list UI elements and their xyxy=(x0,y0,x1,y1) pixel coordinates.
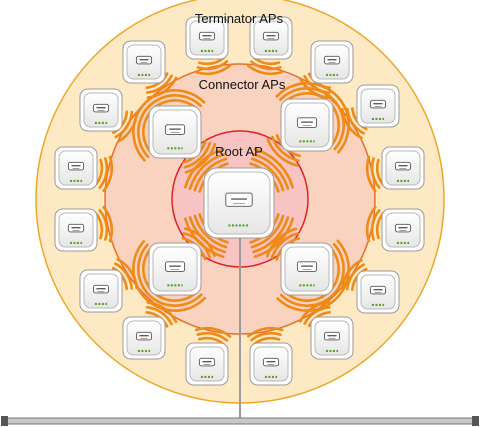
connector-access-point-icon xyxy=(280,242,334,296)
terminator-access-point-icon xyxy=(381,146,425,190)
signal-wave-icon xyxy=(253,148,294,189)
signal-wave-icon xyxy=(303,74,331,94)
signal-wave-icon xyxy=(166,293,203,307)
signal-wave-icon xyxy=(196,331,229,342)
signal-wave-icon xyxy=(250,331,282,342)
signal-wave-icon xyxy=(138,279,168,306)
signal-wave-icon xyxy=(165,94,202,108)
signal-wave-icon xyxy=(332,243,345,280)
terminator-access-point-icon xyxy=(381,208,425,252)
signal-wave-icon xyxy=(138,95,167,123)
terminator-access-point-icon xyxy=(310,40,354,84)
signal-wave-icon xyxy=(252,216,290,254)
signal-wave-icon xyxy=(250,214,285,249)
terminator-access-point-icon xyxy=(356,84,400,128)
wired-uplink xyxy=(1,232,479,426)
terminator-access-point-icon xyxy=(356,270,400,314)
access-points xyxy=(54,16,425,386)
terminator-access-point-icon xyxy=(185,342,229,386)
signal-wave-icon xyxy=(184,143,217,174)
signal-wave-icon xyxy=(299,301,331,323)
signal-wave-icon xyxy=(250,157,285,192)
terminator-access-point-icon xyxy=(54,208,98,252)
signal-wave-icon xyxy=(341,258,363,290)
terminator-access-point-icon xyxy=(310,316,354,360)
signal-wave-icon xyxy=(116,111,139,143)
signal-wave-icon xyxy=(271,135,300,162)
signal-wave-icon xyxy=(116,258,138,290)
terminator-access-point-icon xyxy=(185,16,229,60)
terminator-access-point-icon xyxy=(249,16,293,60)
signal-wave-icon xyxy=(276,297,318,312)
signal-wave-icon xyxy=(188,216,226,254)
terminator-access-point-icon xyxy=(122,316,166,360)
signal-wave-icon xyxy=(193,157,228,192)
signal-wave-icon xyxy=(346,263,366,291)
signal-wave-icon xyxy=(266,137,299,167)
signal-wave-icon xyxy=(270,232,299,260)
signal-wave-icon xyxy=(165,296,207,312)
signal-wave-icon xyxy=(164,89,206,104)
terminator-access-point-icon xyxy=(249,342,293,386)
signal-wave-icon xyxy=(246,64,284,76)
signal-wave-icon xyxy=(341,108,363,140)
signal-wave-icon xyxy=(184,148,225,189)
signal-wave-icon xyxy=(279,293,317,307)
signal-wave-icon xyxy=(370,157,381,189)
signal-wave-icon xyxy=(195,64,232,76)
connector-access-point-icon xyxy=(148,105,202,159)
signal-wave-icon xyxy=(266,227,298,258)
terminator-aps-label: Terminator APs xyxy=(195,11,284,26)
root-ap-label: Root AP xyxy=(215,144,263,159)
terminator-access-point-icon xyxy=(122,40,166,84)
signal-wave-icon xyxy=(102,155,114,192)
signal-wave-icon xyxy=(146,76,178,99)
signal-wave-icon xyxy=(303,306,331,325)
root-access-point-icon xyxy=(203,167,275,239)
connector-access-point-icon xyxy=(280,98,334,152)
signal-wave-icon xyxy=(253,217,294,258)
signal-wave-icon xyxy=(250,60,282,71)
terminator-access-point-icon xyxy=(54,146,98,190)
signal-wave-icon xyxy=(298,77,330,99)
signal-wave-icon xyxy=(145,306,173,326)
signal-wave-icon xyxy=(346,107,366,135)
signal-wave-icon xyxy=(193,214,228,249)
signal-wave-icon xyxy=(195,326,232,338)
signal-wave-icon xyxy=(146,301,178,324)
signal-wave-icon xyxy=(196,60,229,71)
signal-wave-icon xyxy=(336,239,350,281)
signal-wave-icon xyxy=(114,110,134,139)
signal-wave-icon xyxy=(370,209,381,241)
terminator-access-point-icon xyxy=(79,88,123,132)
signal-wave-icon xyxy=(146,74,173,94)
signal-wave-icon xyxy=(365,205,377,243)
signal-wave-icon xyxy=(137,243,149,281)
signal-wave-icon xyxy=(98,157,109,189)
connector-aps-label: Connector APs xyxy=(199,77,286,92)
signal-wave-icon xyxy=(137,121,150,159)
signal-wave-icon xyxy=(252,152,290,190)
signal-wave-icon xyxy=(102,206,114,243)
signal-wave-icon xyxy=(112,110,129,134)
connector-access-point-icon xyxy=(148,242,202,296)
signal-wave-icon xyxy=(184,217,225,258)
signal-wave-icon xyxy=(183,141,212,169)
signal-wave-icon xyxy=(247,326,284,338)
signal-wave-icon xyxy=(114,262,133,290)
terminator-access-point-icon xyxy=(79,269,123,313)
signal-wave-icon xyxy=(365,155,377,193)
signal-wave-icon xyxy=(98,209,109,241)
signal-wave-icon xyxy=(279,87,316,101)
signal-wave-icon xyxy=(188,152,226,190)
